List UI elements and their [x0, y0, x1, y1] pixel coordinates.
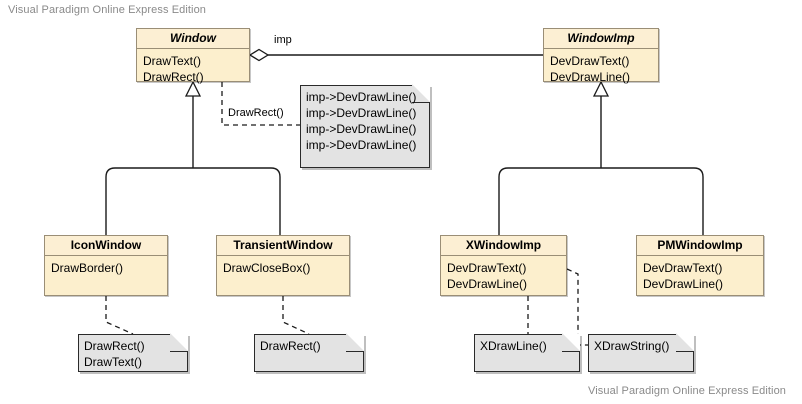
note-line: imp->DevDrawLine() [306, 138, 417, 152]
operation: DrawText() [143, 54, 202, 68]
note-body: XDrawLine() [475, 335, 579, 357]
class-name-windowimp: WindowImp [544, 29, 658, 49]
generalization-window-subclasses [105, 96, 281, 235]
operation: DevDrawLine() [550, 70, 631, 84]
class-name-window: Window [137, 29, 249, 49]
class-box-iconwindow[interactable]: IconWindow DrawBorder() [44, 235, 168, 296]
association-label-imp: imp [274, 34, 292, 46]
note-line: imp->DevDrawLine() [306, 122, 417, 136]
class-operations-window: DrawText() DrawRect() [137, 49, 249, 89]
note-anchor-window [221, 82, 300, 126]
operation: DevDrawText() [447, 261, 527, 275]
note-body: XDrawString() [589, 335, 693, 357]
note-xdrawstring[interactable]: XDrawString() [588, 333, 694, 372]
note-fold-icon [346, 333, 364, 352]
class-name-xwindowimp: XWindowImp [441, 236, 566, 256]
generalization-arrow-window [184, 80, 202, 97]
note-xdrawline[interactable]: XDrawLine() [474, 333, 580, 372]
class-box-transientwindow[interactable]: TransientWindow DrawCloseBox() [216, 235, 350, 296]
association-window-windowimp [248, 48, 543, 62]
watermark-bottom: Visual Paradigm Online Express Edition [588, 385, 787, 397]
operation: DevDrawText() [550, 54, 630, 68]
note-anchor-label-drawrect: DrawRect() [228, 107, 284, 119]
class-operations-transientwindow: DrawCloseBox() [217, 256, 349, 280]
class-operations-xwindowimp: DevDrawText() DevDrawLine() [441, 256, 566, 296]
aggregation-diamond [248, 48, 270, 62]
note-anchor-transientwindow [282, 296, 310, 335]
generalization-arrow-windowimp [592, 80, 610, 97]
operation: DevDrawLine() [447, 277, 528, 291]
note-fold-icon [676, 333, 694, 352]
note-window-drawrect[interactable]: imp->DevDrawLine() imp->DevDrawLine() im… [300, 84, 430, 168]
generalization-windowimp-subclasses [498, 96, 704, 235]
note-body: imp->DevDrawLine() imp->DevDrawLine() im… [301, 86, 429, 156]
note-iconwindow[interactable]: DrawRect() DrawText() [78, 333, 188, 373]
class-name-iconwindow: IconWindow [45, 236, 167, 256]
operation: DevDrawText() [643, 261, 723, 275]
class-box-window[interactable]: Window DrawText() DrawRect() [136, 28, 250, 84]
operation: DrawCloseBox() [223, 261, 311, 275]
note-body: DrawRect() [255, 335, 363, 357]
class-name-transientwindow: TransientWindow [217, 236, 349, 256]
class-box-windowimp[interactable]: WindowImp DevDrawText() DevDrawLine() [543, 28, 659, 84]
note-line: DrawText() [84, 355, 143, 369]
class-box-xwindowimp[interactable]: XWindowImp DevDrawText() DevDrawLine() [440, 235, 567, 296]
note-anchor-iconwindow [105, 296, 134, 335]
operation: DrawRect() [143, 70, 204, 84]
note-transientwindow[interactable]: DrawRect() [254, 333, 364, 372]
class-operations-pmwindowimp: DevDrawText() DevDrawLine() [637, 256, 763, 296]
note-fold-icon [562, 333, 580, 352]
note-fold-icon [170, 333, 188, 352]
note-line: imp->DevDrawLine() [306, 106, 417, 120]
note-line: XDrawLine() [480, 339, 547, 353]
note-line: XDrawString() [594, 339, 670, 353]
class-box-pmwindowimp[interactable]: PMWindowImp DevDrawText() DevDrawLine() [636, 235, 764, 296]
note-body: DrawRect() DrawText() [79, 335, 187, 373]
class-name-pmwindowimp: PMWindowImp [637, 236, 763, 256]
class-operations-iconwindow: DrawBorder() [45, 256, 167, 280]
note-anchor-xdrawstring [566, 268, 588, 346]
operation: DevDrawLine() [643, 277, 724, 291]
note-line: imp->DevDrawLine() [306, 90, 417, 104]
note-fold-icon [412, 84, 430, 103]
watermark-top: Visual Paradigm Online Express Edition [8, 4, 207, 16]
class-operations-windowimp: DevDrawText() DevDrawLine() [544, 49, 658, 89]
operation: DrawBorder() [51, 261, 124, 275]
note-line: DrawRect() [260, 339, 321, 353]
note-line: DrawRect() [84, 339, 145, 353]
